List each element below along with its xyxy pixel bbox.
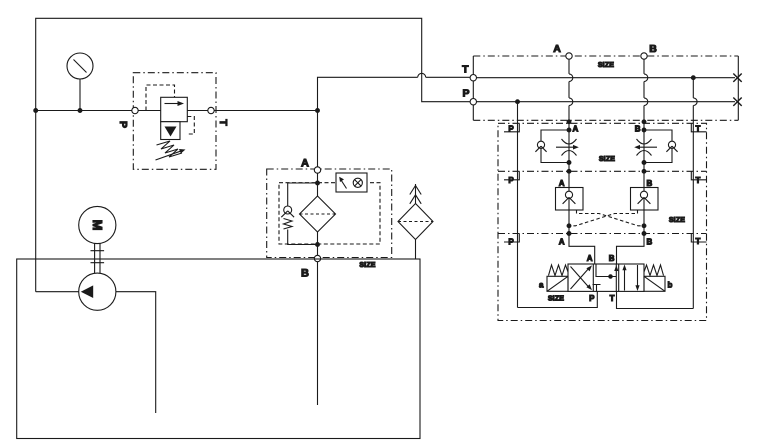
line-jump [693,97,698,107]
clogging-indicator [335,172,368,193]
supply-lines [33,17,471,292]
return-filter: A B SIZE [266,157,393,280]
suction-line [115,291,157,413]
relief-t-label: T [217,119,229,126]
line-jump [643,73,649,107]
parallel-position [623,265,639,291]
port-a [565,52,573,60]
port-b [640,52,648,60]
top-manifold: A B T P SIZE [462,42,743,309]
module1-a-label: A [573,125,579,134]
port-a [313,166,322,174]
valve-p-label: P [589,294,595,303]
module2-p-label: P [508,176,514,185]
pilot-line [575,210,644,227]
module1-size-label: SIZE [599,156,615,163]
coupling [90,243,105,273]
manifold-stack: P A B T P A B T P A B T [497,121,708,322]
filter-b-label: B [301,268,309,280]
valve-body [567,263,645,292]
gauge-needle [73,59,87,73]
line-jump [417,72,427,78]
module2-t-label: T [696,176,701,185]
filter-a-label: A [301,158,309,170]
check-ball [639,190,649,199]
solenoid-a-label: a [539,281,544,290]
reservoir [16,258,421,440]
port-p [469,97,478,106]
check-ball [564,190,574,199]
pilot-line [569,210,639,227]
filter-size-label: SIZE [359,262,375,269]
electric-motor: M [78,205,117,245]
module2-a-label: A [559,179,565,188]
manifold-p-label: P [462,88,469,100]
valve-a-label: A [587,254,593,263]
flow-control-module: SIZE [535,127,678,165]
relief-valve: P T [116,72,230,170]
manifold-t-label: T [462,64,469,76]
port-p [131,106,139,115]
check-ball [536,140,546,149]
valve-b-label: B [609,254,615,263]
manifold-b-label: B [649,43,657,55]
flow-direction-triangle [80,285,94,298]
directional-valve-module: a b A B P T SIZE [517,231,694,310]
spring [547,263,569,278]
solenoid-a [546,263,569,292]
module3-t-label: T [696,237,701,246]
pump [78,272,117,311]
manifold-size-label: SIZE [598,62,614,69]
solenoid-b-label: b [668,281,673,290]
air-breather [397,184,434,260]
solenoid-b [643,263,666,292]
module1-p-label: P [508,125,514,134]
pilot-check-module: SIZE [554,168,686,229]
throttle-b [636,138,652,156]
port-t [469,73,478,82]
spring [156,140,183,158]
module2-size-label: SIZE [669,217,685,224]
module3-p-label: P [508,238,514,247]
spring [643,263,665,278]
valve-t-label: T [610,294,615,303]
module3-size-label: SIZE [548,296,564,303]
module3-a-label: A [559,238,565,247]
pilot-line [145,84,176,111]
drain-line [187,115,195,135]
check-ball [667,140,677,149]
line-jump [568,73,574,107]
module3-b-label: B [647,238,653,247]
bypass-spring [281,217,294,230]
manifold-a-label: A [553,43,561,55]
motor-label: M [90,220,105,231]
crossed-position [570,266,590,290]
plug-icon [732,73,743,107]
module1-t-label: T [696,125,701,134]
pressure-gauge [66,52,94,109]
port-t [207,106,215,115]
module2-b-label: B [647,179,653,188]
throttle-a [561,138,577,156]
bypass-check-ball [283,205,293,215]
relief-p-label: P [117,121,129,128]
p-blocked [592,283,601,292]
module1-b-label: B [635,125,641,134]
